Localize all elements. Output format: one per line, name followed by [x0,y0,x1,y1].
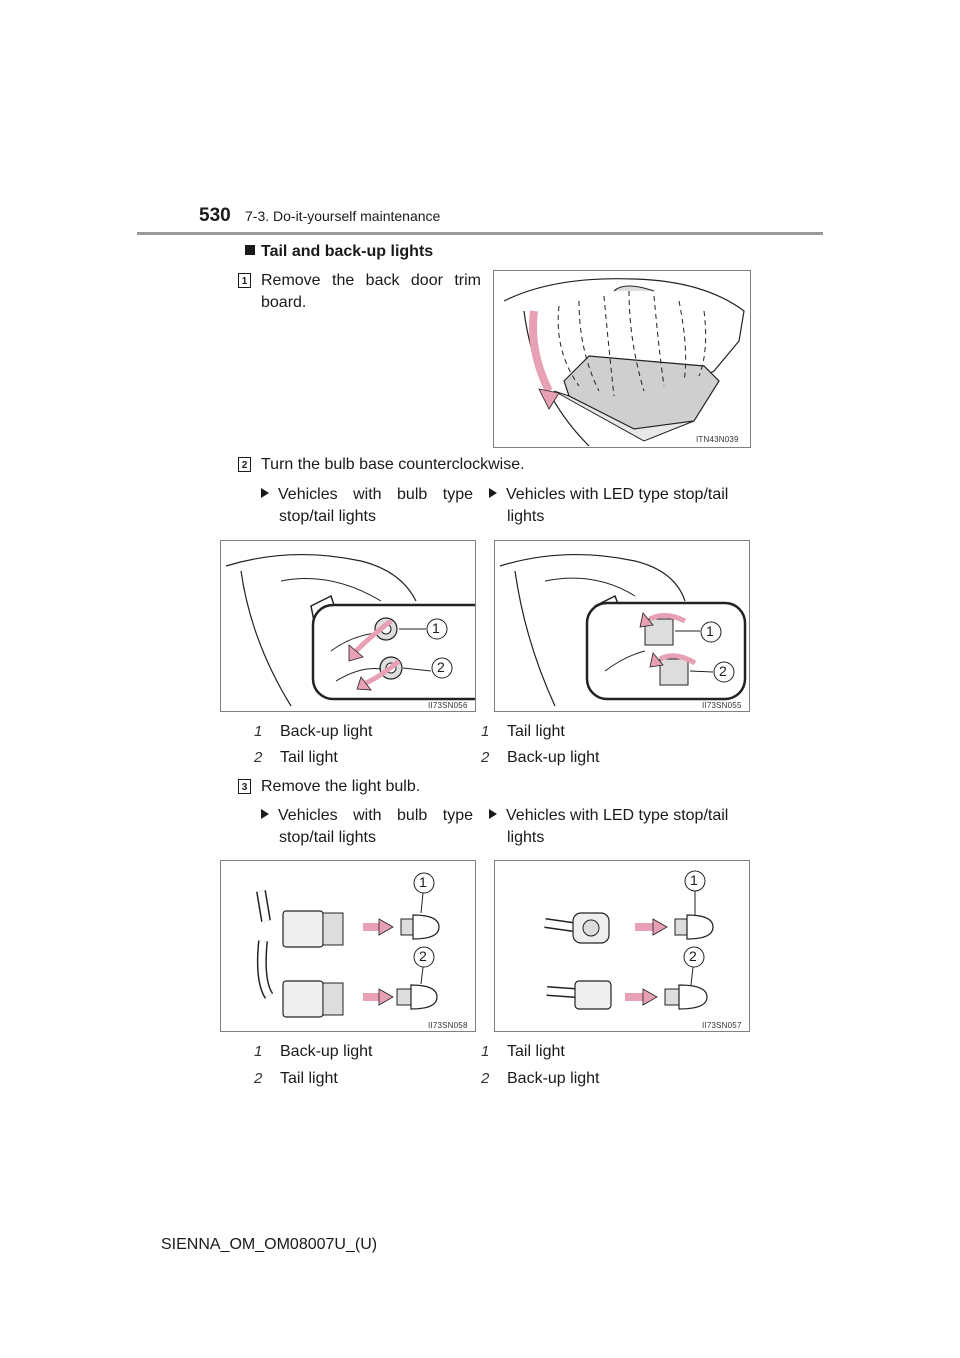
callout-1: 1 [690,872,698,888]
variant-bulb-line2: stop/tail lights [279,508,376,525]
variant-bulb-line2: stop/tail lights [279,829,376,846]
variant-bulb-line1: Vehicles with bulb type [261,484,473,506]
step-1-line1: Remove the back door trim [261,272,481,289]
bulb-base-led-illustration [499,553,747,707]
triangle-bullet-icon [261,488,269,498]
figure-remove-bulb-led-type: 1 2 II73SN057 [494,860,750,1032]
header-rule [137,232,823,235]
step-number-badge: 3 [238,779,251,794]
variant-led-line2: lights [507,829,545,846]
variant-bulb-line1: Vehicles with bulb type [261,805,473,827]
section-title: 7-3. Do-it-yourself maintenance [245,208,441,224]
figure-bulb-base-led-type: 1 2 II73SN055 [494,540,750,712]
figure-code: II73SN058 [428,1021,468,1030]
variant-led-line2: lights [507,508,545,525]
footer-doc-code: SIENNA_OM_OM08007U_(U) [161,1236,378,1253]
callout-1: 1 [432,620,440,636]
step-3-text: Remove the light bulb. [261,778,421,795]
step-1-text: Remove the back door trim board. [261,270,481,314]
figure-code: II73SN056 [428,701,468,710]
step-2-text: Turn the bulb base counterclockwise. [261,456,525,473]
figure-bulb-base-bulb-type: 1 2 II73SN056 [220,540,476,712]
triangle-bullet-icon [489,488,497,498]
figure-code: ITN43N039 [696,435,739,444]
figure-back-door-trim: ITN43N039 [493,270,751,448]
triangle-bullet-icon [489,809,497,819]
variant-led-line1: Vehicles with LED type stop/tail [489,484,747,506]
step-number-badge: 2 [238,457,251,472]
remove-bulb-illustration [256,872,440,1018]
variant-led-label: Vehicles with LED type stop/tail lights [489,484,747,528]
bulb-base-illustration [225,553,475,707]
page-number: 530 [199,205,231,226]
step-1-line2: board. [261,294,307,311]
callout-2: 2 [689,948,697,964]
back-door-illustration [503,278,745,447]
variant-bulb-label: Vehicles with bulb type stop/tail lights [261,805,473,849]
callout-1: 1 [419,874,427,890]
callout-2: 2 [719,663,727,679]
variant-led-label: Vehicles with LED type stop/tail lights [489,805,747,849]
variant-led-line1: Vehicles with LED type stop/tail [489,805,747,827]
figure-code: II73SN055 [702,701,742,710]
subsection-heading: Tail and back-up lights [245,243,433,261]
heading-text: Tail and back-up lights [261,243,434,260]
callout-2: 2 [437,659,445,675]
callout-2: 2 [419,948,427,964]
step-number-badge: 1 [238,273,251,288]
figure-code: II73SN057 [702,1021,742,1030]
callout-1: 1 [706,623,714,639]
remove-bulb-led-illustration [544,870,714,1010]
variant-bulb-label: Vehicles with bulb type stop/tail lights [261,484,473,528]
triangle-bullet-icon [261,809,269,819]
figure-remove-bulb-bulb-type: 1 2 II73SN058 [220,860,476,1032]
square-bullet-icon [245,245,255,255]
